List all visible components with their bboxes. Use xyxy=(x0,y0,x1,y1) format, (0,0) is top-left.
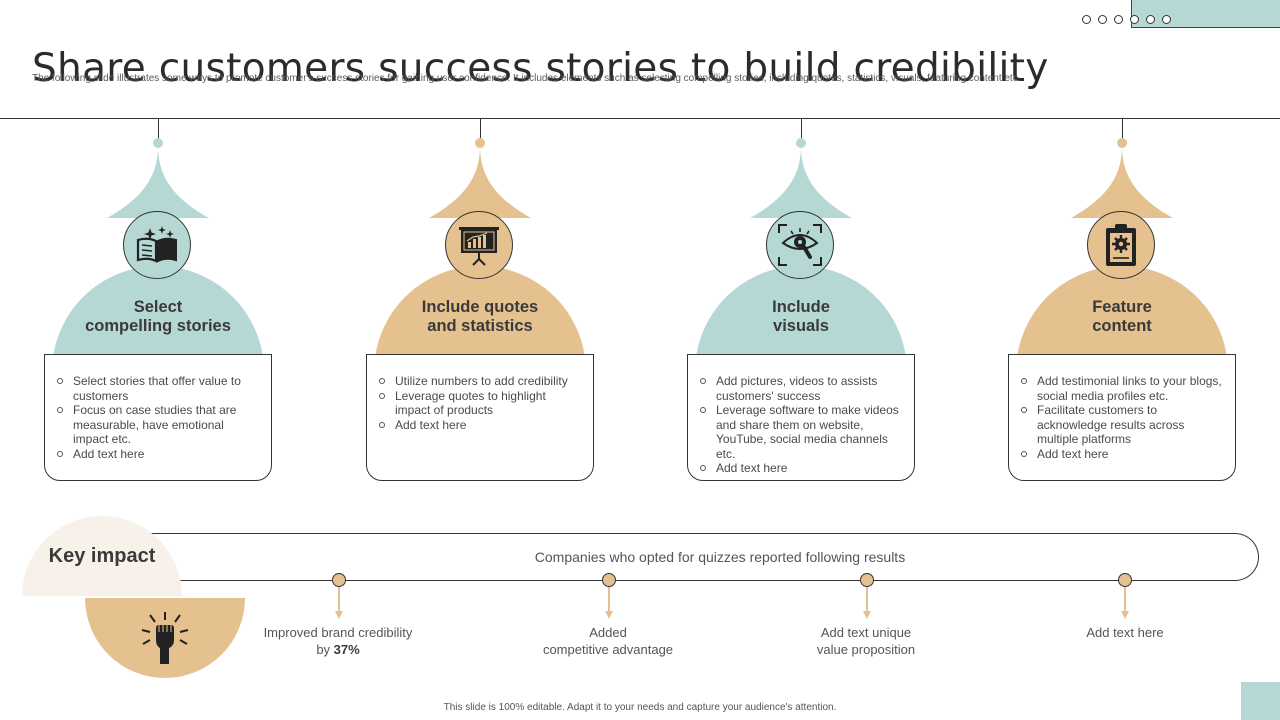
hanging-stem xyxy=(801,118,802,138)
hanging-ball xyxy=(1117,138,1127,148)
icon-badge xyxy=(766,211,834,279)
text-card: Select stories that offer value to custo… xyxy=(44,354,272,481)
flare-shape xyxy=(429,146,531,218)
strategy-column-select-stories: Select compelling stories Select stories… xyxy=(44,118,274,488)
bullet-item: Add text here xyxy=(379,418,583,433)
arrow-down-icon xyxy=(863,587,871,619)
result-text: Improved brand credibility by 37% xyxy=(238,624,438,658)
marker-dot xyxy=(860,573,874,587)
result-highlight: 37% xyxy=(333,642,360,657)
slide-footer: This slide is 100% editable. Adapt it to… xyxy=(443,702,837,713)
result-marker xyxy=(837,573,897,621)
corner-accent-bottom xyxy=(1241,682,1280,720)
dot-icon xyxy=(1082,15,1091,24)
hanging-ball xyxy=(796,138,806,148)
corner-accent-top xyxy=(1131,0,1280,28)
bullet-list: Add pictures, videos to assists customer… xyxy=(700,374,904,476)
column-heading: Select compelling stories xyxy=(85,298,231,335)
result-marker xyxy=(1095,573,1155,621)
result-marker xyxy=(309,573,369,621)
impact-bar xyxy=(108,533,1259,581)
arrow-down-icon xyxy=(335,587,343,619)
result-label: Add text unique value proposition xyxy=(816,625,916,657)
flare-shape xyxy=(750,146,852,218)
bullet-list: Select stories that offer value to custo… xyxy=(57,374,261,461)
dot-icon xyxy=(1162,15,1171,24)
bullet-item: Select stories that offer value to custo… xyxy=(57,374,261,403)
text-card: Add pictures, videos to assists customer… xyxy=(687,354,915,481)
result-text: Add text unique value proposition xyxy=(766,624,966,658)
text-card: Utilize numbers to add credibility Lever… xyxy=(366,354,594,481)
result-label: Add text here xyxy=(1086,625,1164,640)
key-impact-label: Key impact xyxy=(48,545,156,567)
pagination-dots xyxy=(1082,15,1171,24)
bullet-list: Utilize numbers to add credibility Lever… xyxy=(379,374,583,432)
result-text: Added competitive advantage xyxy=(508,624,708,658)
raised-fist-icon xyxy=(141,612,189,664)
dot-icon xyxy=(1098,15,1107,24)
marker-dot xyxy=(332,573,346,587)
hanging-ball xyxy=(475,138,485,148)
strategy-column-feature-content: Feature content Add testimonial links to… xyxy=(1008,118,1238,488)
bullet-item: Add pictures, videos to assists customer… xyxy=(700,374,904,403)
clipboard-gear-icon xyxy=(1106,224,1136,266)
hanging-stem xyxy=(158,118,159,138)
dot-icon xyxy=(1114,15,1123,24)
flare-shape xyxy=(107,146,209,218)
result-text: Add text here xyxy=(1025,624,1225,641)
bullet-item: Add text here xyxy=(57,447,261,462)
open-book-icon xyxy=(136,226,177,263)
icon-badge xyxy=(123,211,191,279)
column-heading: Include quotes and statistics xyxy=(421,298,539,335)
bullet-item: Facilitate customers to acknowledge resu… xyxy=(1021,403,1225,447)
bullet-item: Leverage quotes to highlight impact of p… xyxy=(379,389,583,418)
slide-subtitle: The following slide illustrates some way… xyxy=(32,73,1021,84)
text-card: Add testimonial links to your blogs, soc… xyxy=(1008,354,1236,481)
strategy-column-visuals: Include visuals Add pictures, videos to … xyxy=(687,118,917,488)
icon-badge xyxy=(1087,211,1155,279)
hanging-stem xyxy=(480,118,481,138)
bullet-item: Leverage software to make videos and sha… xyxy=(700,403,904,461)
bullet-item: Utilize numbers to add credibility xyxy=(379,374,583,389)
hanging-stem xyxy=(1122,118,1123,138)
dot-icon xyxy=(1146,15,1155,24)
eye-magnifier-icon xyxy=(778,224,822,266)
arrow-down-icon xyxy=(1121,587,1129,619)
impact-header: Companies who opted for quizzes reported… xyxy=(534,549,906,565)
result-label: Added competitive advantage xyxy=(542,625,674,657)
result-label: Improved brand credibility by xyxy=(263,625,413,657)
slide-title: Share customers success stories to build… xyxy=(32,46,1049,92)
bullet-item: Focus on case studies that are measurabl… xyxy=(57,403,261,447)
strategy-column-quotes-statistics: Include quotes and statistics Utilize nu… xyxy=(366,118,596,488)
arrow-down-icon xyxy=(605,587,613,619)
divider-line xyxy=(0,118,1280,119)
presentation-board-icon xyxy=(459,227,499,266)
marker-dot xyxy=(1118,573,1132,587)
flare-shape xyxy=(1071,146,1173,218)
marker-dot xyxy=(602,573,616,587)
bullet-item: Add text here xyxy=(700,461,904,476)
column-heading: Feature content xyxy=(1092,298,1152,335)
column-heading: Include visuals xyxy=(772,298,830,335)
result-marker xyxy=(579,573,639,621)
bullet-item: Add text here xyxy=(1021,447,1225,462)
bullet-item: Add testimonial links to your blogs, soc… xyxy=(1021,374,1225,403)
icon-badge xyxy=(445,211,513,279)
dot-icon xyxy=(1130,15,1139,24)
hanging-ball xyxy=(153,138,163,148)
bullet-list: Add testimonial links to your blogs, soc… xyxy=(1021,374,1225,461)
